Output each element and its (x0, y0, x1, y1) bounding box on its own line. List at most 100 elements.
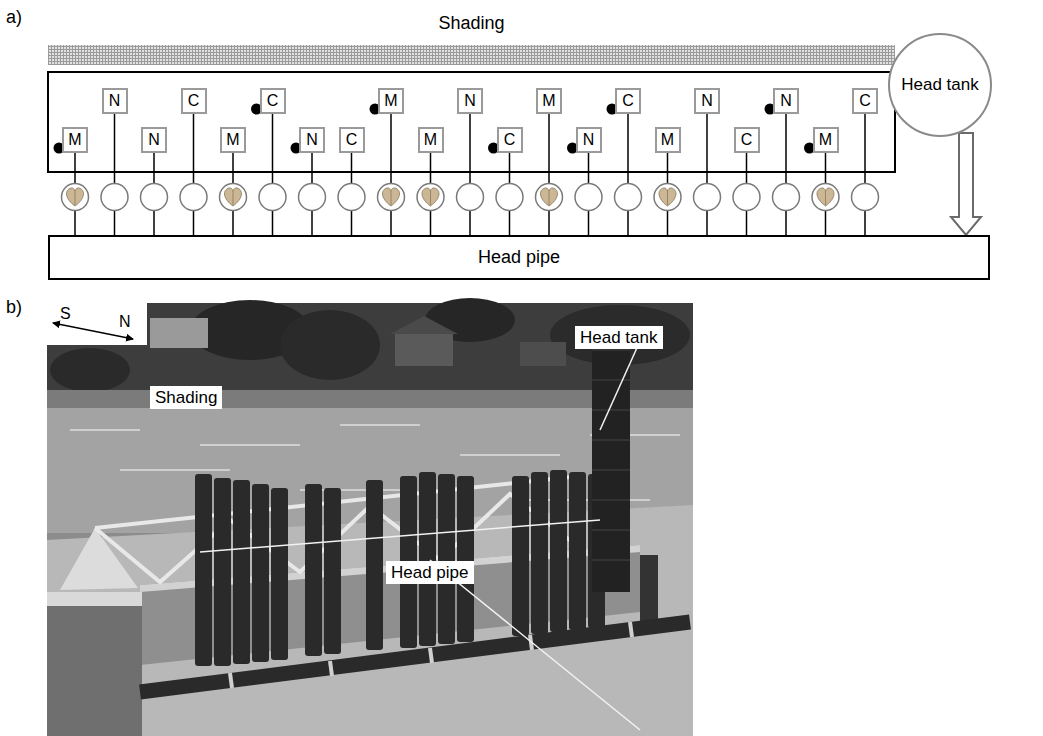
treatment-box: N (141, 127, 167, 153)
feed-line (667, 153, 669, 184)
chamber (457, 184, 484, 211)
drain-line (114, 211, 116, 236)
drain-line (548, 211, 550, 236)
chamber (654, 184, 681, 211)
chamber (101, 184, 128, 211)
mussel-icon (66, 188, 83, 206)
feed-line (430, 153, 432, 184)
node-text: C (741, 131, 753, 149)
mussel-icon (659, 188, 676, 206)
node-text: M (661, 131, 674, 149)
node-text: Head tank (901, 75, 979, 95)
feed-line (351, 153, 353, 184)
chamber (812, 184, 839, 211)
node-text: N (464, 92, 476, 110)
drain-line (627, 211, 629, 236)
drain-line (706, 211, 708, 236)
feed-line (469, 114, 471, 184)
treatment-box: M (62, 127, 88, 153)
treatment-box: N (694, 88, 720, 114)
node-text: N (780, 92, 792, 110)
chamber (615, 184, 642, 211)
head-pipe: Head pipe (48, 235, 990, 280)
treatment-box: N (102, 88, 128, 114)
compass-label: S (60, 304, 71, 324)
photo-callout: Head tank (575, 326, 663, 349)
node-text: N (109, 92, 121, 110)
feed-line (627, 114, 629, 184)
feed-line (785, 114, 787, 184)
feed-line (311, 153, 313, 184)
chamber (338, 184, 365, 211)
photo-callout: Shading (150, 386, 222, 409)
feed-line (588, 153, 590, 184)
node-text: M (424, 131, 437, 149)
chamber (378, 184, 405, 211)
mussel-icon (540, 188, 557, 206)
head-tank: Head tank (888, 33, 992, 137)
drain-line (785, 211, 787, 236)
drain-line (311, 211, 313, 236)
node-text: C (188, 92, 200, 110)
treatment-box: C (852, 88, 878, 114)
node-text: Head pipe (478, 247, 560, 268)
chamber (180, 184, 207, 211)
feed-line (746, 153, 748, 184)
mussel-shell (540, 188, 557, 206)
panel-label: b) (6, 296, 22, 318)
compass-label: N (119, 312, 131, 332)
treatment-box: M (655, 127, 681, 153)
drain-line (430, 211, 432, 236)
drain-line (74, 211, 76, 236)
node-text: M (819, 131, 832, 149)
block-arrow (951, 133, 981, 235)
treatment-box: M (536, 88, 562, 114)
flow-arrow (951, 133, 981, 235)
tank-frame (48, 72, 895, 172)
chamber (496, 184, 523, 211)
mussel-icon (422, 188, 439, 206)
treatment-box: N (773, 88, 799, 114)
feed-line (272, 114, 274, 184)
feed-line (193, 114, 195, 184)
drain-line (469, 211, 471, 236)
drain-line (153, 211, 155, 236)
mussel-shell (224, 188, 241, 206)
feed-line (390, 114, 392, 184)
mussel-hinge (667, 191, 668, 205)
chamber (259, 184, 286, 211)
chamber (773, 184, 800, 211)
chamber (694, 184, 721, 211)
mussel-hinge (233, 191, 234, 205)
treatment-box: C (260, 88, 286, 114)
mussel-icon (382, 188, 399, 206)
feed-line (825, 153, 827, 184)
feed-line (114, 114, 116, 184)
treatment-box: M (813, 127, 839, 153)
mussel-icon (224, 188, 241, 206)
treatment-box: C (734, 127, 760, 153)
node-text: C (267, 92, 279, 110)
drain-line (390, 211, 392, 236)
mussel-hinge (825, 191, 826, 205)
node-text: M (68, 131, 81, 149)
feed-line (706, 114, 708, 184)
feed-line (509, 153, 511, 184)
treatment-box: C (615, 88, 641, 114)
node-text: N (148, 131, 160, 149)
treatment-box: C (181, 88, 207, 114)
chamber (536, 184, 563, 211)
node-text: C (622, 92, 634, 110)
feed-line (548, 114, 550, 184)
mussel-icon (817, 188, 834, 206)
node-text: M (226, 131, 239, 149)
treatment-box: M (220, 127, 246, 153)
feed-line (153, 153, 155, 184)
node-text: M (542, 92, 555, 110)
shading-hatch (48, 45, 895, 65)
treatment-box: M (418, 127, 444, 153)
mussel-shell (66, 188, 83, 206)
drain-line (509, 211, 511, 236)
chamber (852, 184, 879, 211)
